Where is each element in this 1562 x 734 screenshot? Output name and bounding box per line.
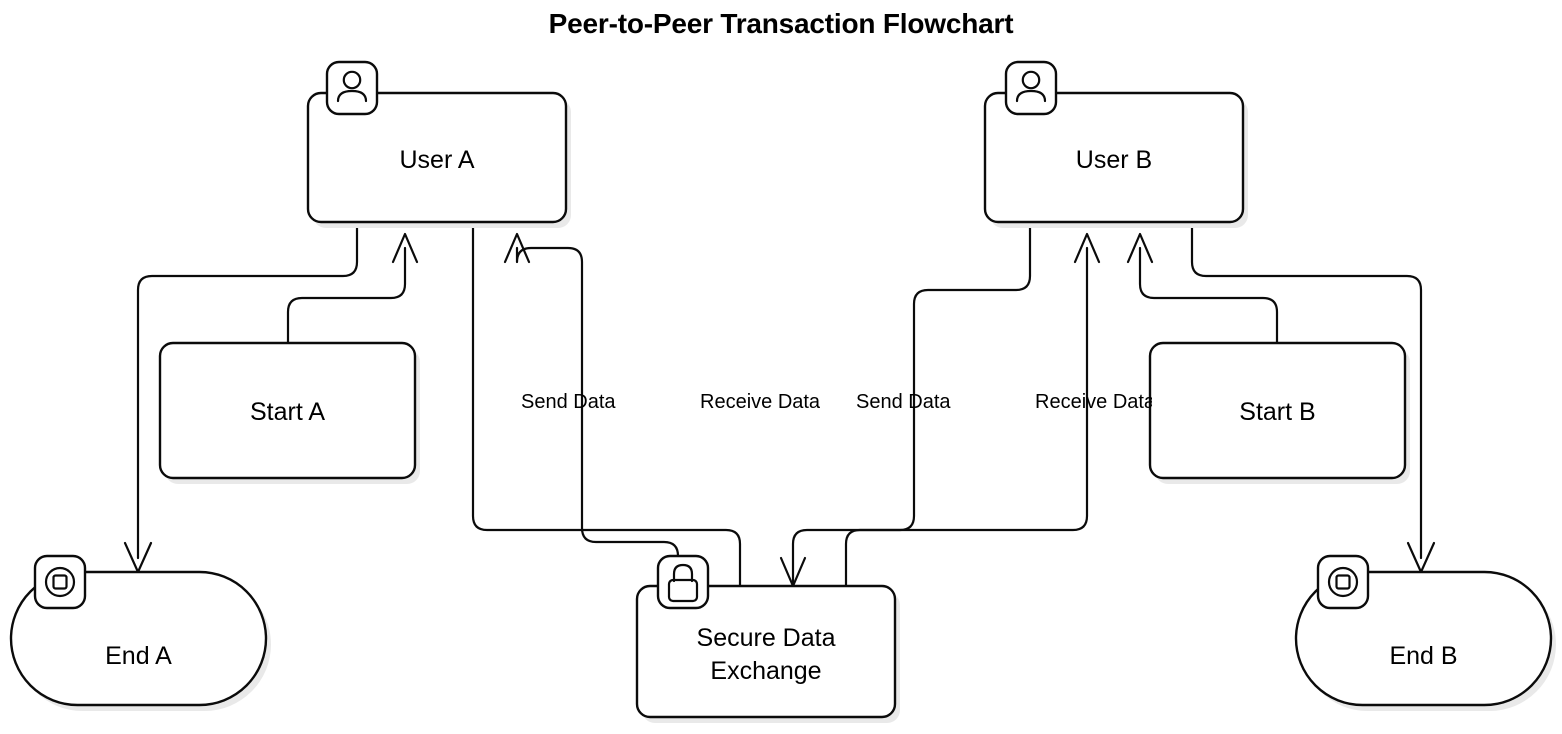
edge-user-a-to-secure	[471, 220, 742, 588]
edge-label-receive-data-b: Receive Data	[1035, 391, 1152, 413]
edge-label-receive-data-a: Receive Data	[700, 391, 821, 413]
page-title: Peer-to-Peer Transaction Flowchart	[548, 8, 1014, 39]
node-start-b[interactable]	[1148, 341, 1410, 484]
person-icon	[325, 60, 379, 116]
stop-icon	[1316, 554, 1370, 610]
edge-start-b-to-user-b	[1126, 232, 1279, 344]
lock-icon	[656, 554, 710, 610]
node-start-a[interactable]	[158, 341, 420, 484]
edge-secure-to-user-a	[503, 232, 680, 588]
stop-icon	[33, 554, 87, 610]
node-user-b[interactable]	[983, 60, 1248, 228]
node-secure-data-exchange[interactable]	[635, 554, 900, 723]
person-icon	[1004, 60, 1058, 116]
node-end-b[interactable]	[1294, 554, 1556, 711]
edge-user-b-to-secure	[844, 220, 1032, 588]
edge-label-send-data-a: Send Data	[521, 391, 616, 413]
node-user-a[interactable]	[306, 60, 571, 228]
edge-start-a-to-user-a	[286, 232, 419, 344]
node-end-a[interactable]	[9, 554, 271, 711]
edge-label-send-data-b: Send Data	[856, 391, 951, 413]
